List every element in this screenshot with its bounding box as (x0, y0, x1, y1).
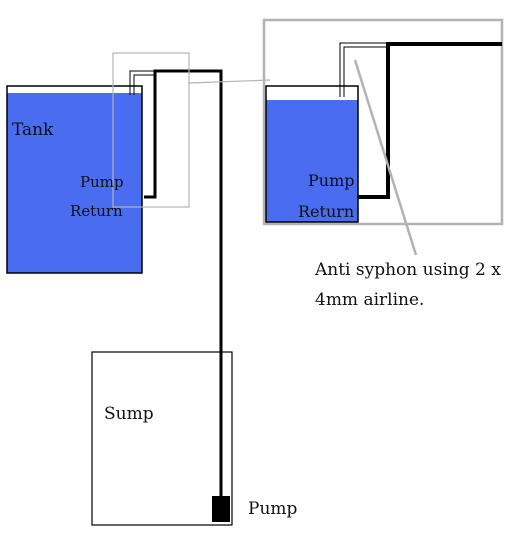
zoom-tank-water (266, 100, 358, 222)
zoom-tank (265, 85, 359, 223)
tank-water (7, 93, 142, 273)
tank (6, 85, 143, 274)
tank-airline-tubes (129, 70, 155, 95)
tank-outline (6, 85, 143, 274)
note-pointer-line (353, 59, 418, 256)
zoom-return-label: Return (298, 202, 354, 221)
tank-label: Tank (12, 120, 54, 140)
sump-outline (91, 351, 233, 526)
zoom-frame (262, 18, 504, 226)
anti-syphon-note-line2: 4mm airline. (315, 290, 424, 310)
zoom-pump-label: Pump (308, 171, 354, 190)
zoom-return-pipe (358, 42, 502, 199)
tank-pump-label: Pump (80, 173, 124, 191)
tank-return-pipe (144, 69, 223, 500)
callout-connector-line (188, 79, 271, 84)
detail-callout-box (112, 52, 190, 208)
zoom-tank-outline (265, 85, 359, 223)
anti-syphon-note-line1: Anti syphon using 2 x (314, 260, 501, 280)
sump-pump-label: Pump (248, 499, 298, 519)
tank-return-label: Return (70, 202, 123, 220)
zoom-airline-tubes (339, 42, 388, 97)
sump-label: Sump (104, 404, 154, 424)
sump-pump-block (212, 496, 230, 522)
